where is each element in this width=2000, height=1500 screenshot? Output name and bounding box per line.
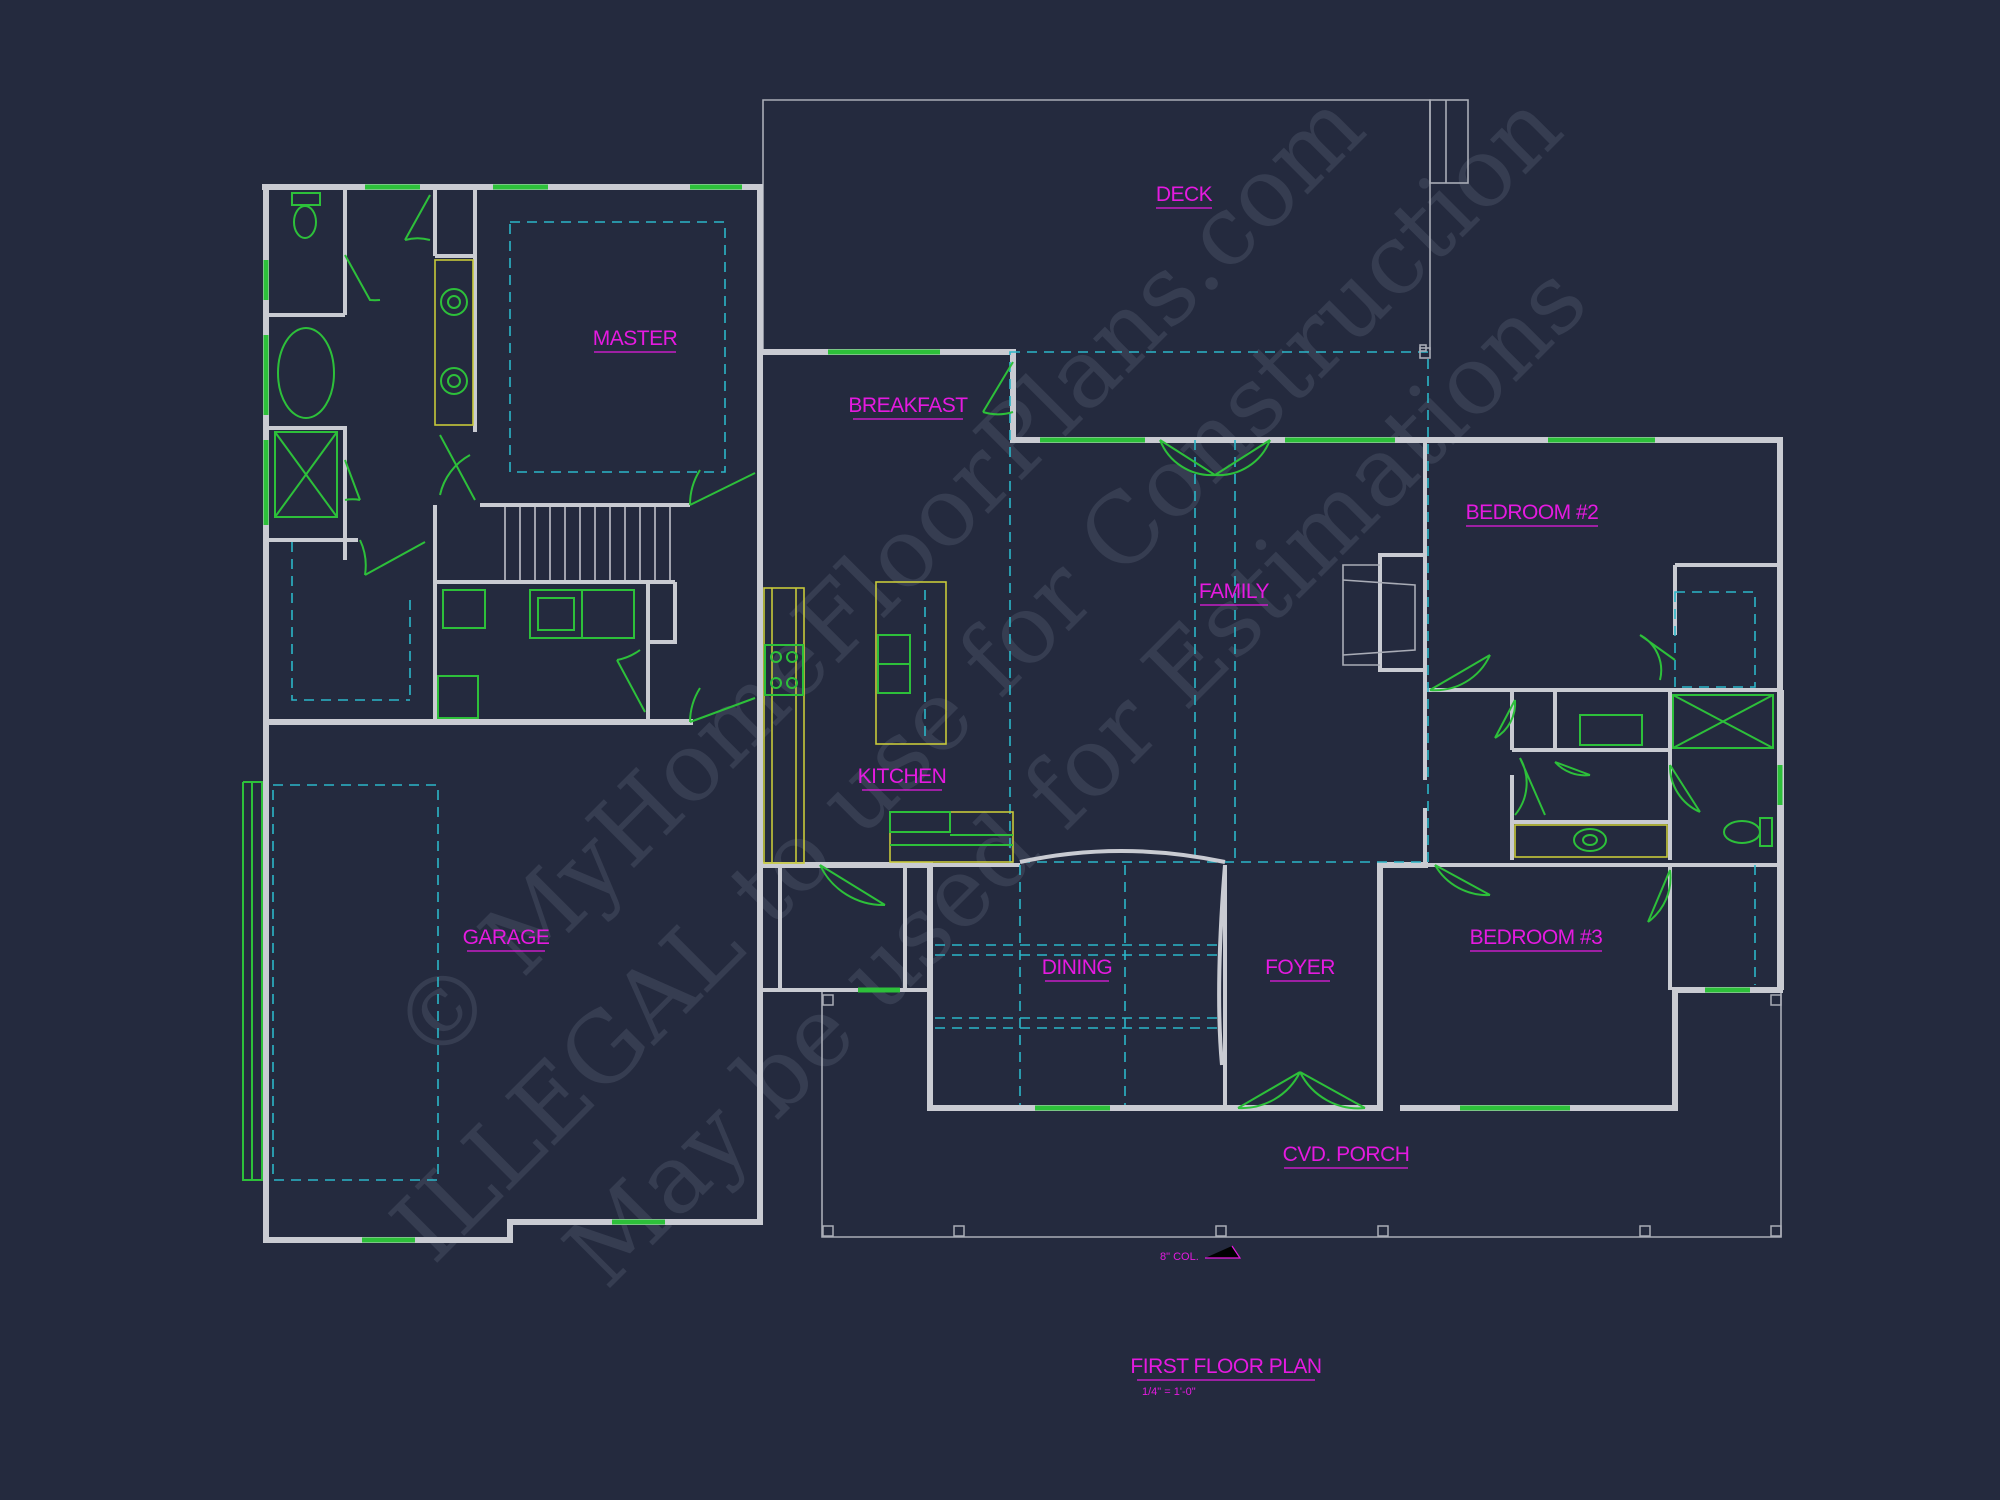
room-label-family: FAMILY bbox=[1199, 580, 1270, 603]
doors bbox=[344, 194, 1701, 1110]
sink bbox=[440, 367, 468, 395]
cooktop bbox=[764, 644, 804, 696]
windows bbox=[242, 184, 1783, 1243]
room-label-bedroom-2: BEDROOM #2 bbox=[1466, 501, 1599, 524]
room-labels: DECK MASTER BREAKFAST FAMILY BEDROOM #2 … bbox=[463, 183, 1603, 1169]
fixtures bbox=[274, 192, 1774, 1066]
porch-column bbox=[1215, 1225, 1227, 1237]
plan-title: FIRST FLOOR PLAN bbox=[1130, 1355, 1321, 1378]
room-label-dining: DINING bbox=[1042, 956, 1113, 979]
shower bbox=[274, 431, 338, 518]
room-label-porch: CVD. PORCH bbox=[1283, 1143, 1410, 1166]
room-label-master: MASTER bbox=[593, 327, 678, 350]
porch-column bbox=[1770, 1225, 1782, 1237]
buffet-counter bbox=[889, 811, 1014, 863]
sink bbox=[440, 288, 468, 316]
kitchen-island bbox=[875, 581, 947, 745]
bath-vanity bbox=[1514, 824, 1668, 858]
porch-column bbox=[822, 1225, 834, 1237]
master-vanity bbox=[434, 259, 474, 426]
porch-outline bbox=[821, 992, 1782, 1238]
porch-column bbox=[953, 1225, 965, 1237]
laundry-sink bbox=[442, 589, 486, 629]
sink bbox=[1573, 828, 1607, 852]
column-annotation: 8" COL. bbox=[1160, 1245, 1242, 1263]
kitchen-counter bbox=[763, 587, 805, 864]
toilet-bowl bbox=[293, 205, 317, 239]
column-note: 8" COL. bbox=[1160, 1251, 1199, 1263]
room-label-kitchen: KITCHEN bbox=[858, 765, 947, 788]
room-label-foyer: FOYER bbox=[1265, 956, 1335, 979]
dashed-lines bbox=[272, 221, 1756, 1181]
porch-column bbox=[1639, 1225, 1651, 1237]
porch-column bbox=[1377, 1225, 1389, 1237]
watermark-line-2: ILLEGAL to use for Construction bbox=[371, 71, 1583, 1283]
toilet-bowl bbox=[1723, 820, 1761, 844]
room-label-bedroom-3: BEDROOM #3 bbox=[1470, 926, 1603, 949]
porch-column bbox=[1770, 994, 1782, 1006]
linen-closet bbox=[1579, 714, 1643, 746]
room-label-deck: DECK bbox=[1156, 183, 1213, 206]
storage-box bbox=[437, 675, 479, 719]
dryer bbox=[581, 589, 635, 639]
shower-2 bbox=[1672, 694, 1774, 749]
stairs bbox=[504, 505, 671, 580]
toilet-tank bbox=[291, 192, 321, 206]
plan-title-block: FIRST FLOOR PLAN 1/4" = 1'-0" bbox=[1130, 1355, 1322, 1398]
room-label-breakfast: BREAKFAST bbox=[848, 394, 968, 417]
plan-scale: 1/4" = 1'-0" bbox=[1142, 1386, 1196, 1398]
porch-column bbox=[822, 994, 834, 1006]
room-label-garage: GARAGE bbox=[463, 926, 550, 949]
toilet-tank bbox=[1759, 817, 1773, 847]
bathtub bbox=[277, 327, 335, 419]
